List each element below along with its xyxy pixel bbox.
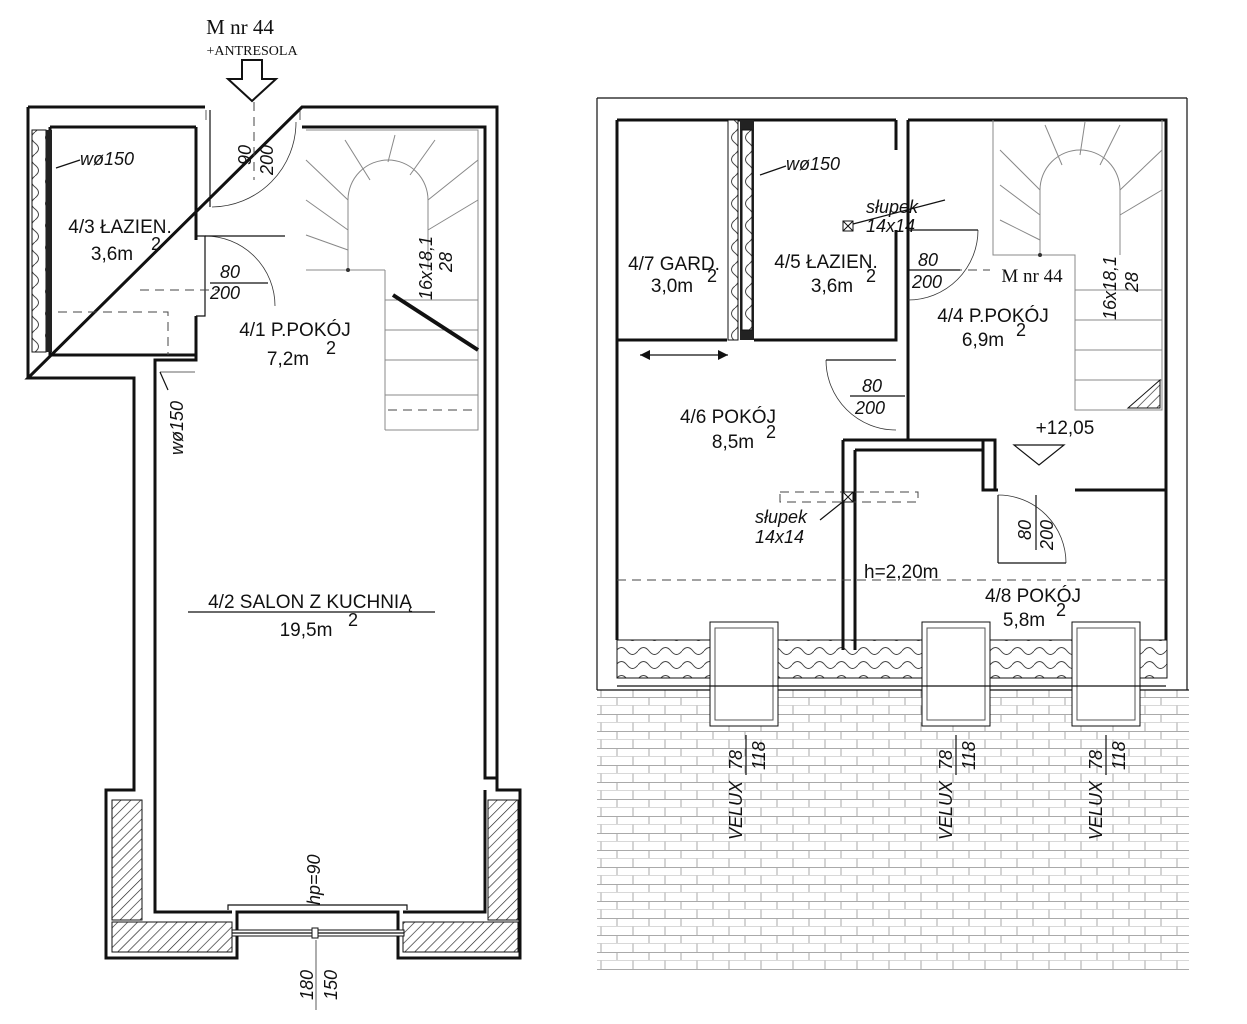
room-name-4-8: 4/8 POKÓJ — [985, 585, 1081, 607]
left-plan: M nr 44 +ANTRESOLA 90 200 80 200 16x18,1… — [24, 15, 522, 1010]
area-sup-4-5: 2 — [866, 266, 876, 286]
right-staircase — [992, 120, 1163, 411]
area-sup-4-7: 2 — [707, 266, 717, 286]
left-stair-spec: 16x18,1 — [416, 236, 436, 300]
velux-1-height: 118 — [749, 741, 769, 770]
room-name-4-1: 4/1 P.POKÓJ — [239, 319, 351, 341]
post-size-top: 14x14 — [866, 216, 915, 236]
left-unit-title: M nr 44 — [206, 15, 274, 39]
area-sup-4-4: 2 — [1016, 320, 1026, 340]
door-3-height: 200 — [1037, 520, 1057, 551]
post-size-mid: 14x14 — [755, 527, 804, 547]
room-name-4-7: 4/7 GARD. — [628, 254, 720, 275]
left-unit-subtitle: +ANTRESOLA — [206, 44, 298, 59]
right-plan: M nr 44 +12,05 wø150 słupek 14x14 słupek… — [596, 97, 1189, 970]
room-name-4-2: 4/2 SALON Z KUCHNIĄ — [208, 592, 412, 613]
area-sup-4-2: 2 — [348, 610, 358, 630]
level-marker: +12,05 — [1036, 418, 1095, 439]
velux-1-width: 78 — [726, 750, 746, 770]
entry-door-width: 90 — [235, 145, 255, 165]
room-area-4-1: 7,2m — [267, 349, 309, 370]
room-name-4-5: 4/5 ŁAZIEN. — [774, 252, 878, 273]
pipe-bath: wø150 — [80, 149, 134, 169]
velux-2-label: VELUX — [936, 780, 956, 840]
room-area-4-3: 3,6m — [91, 244, 133, 265]
window-sill-height: hp=90 — [304, 854, 324, 905]
velux-3-width: 78 — [1086, 750, 1106, 770]
room-area-4-7: 3,0m — [651, 276, 693, 297]
room-area-4-6: 8,5m — [712, 432, 754, 453]
door-3-width: 80 — [1015, 520, 1035, 540]
roof-tiles — [597, 690, 1189, 970]
velux-1-label: VELUX — [726, 780, 746, 840]
pipe-hall: wø150 — [167, 401, 187, 455]
area-sup-4-3: 2 — [151, 234, 161, 254]
room-area-4-2: 19,5m — [280, 620, 333, 641]
door-1-width: 80 — [918, 250, 938, 270]
room-area-4-5: 3,6m — [811, 276, 853, 297]
room-name-4-4: 4/4 P.POKÓJ — [937, 305, 1049, 327]
door-1-height: 200 — [911, 272, 942, 292]
velux-3-label: VELUX — [1086, 780, 1106, 840]
right-stair-spec: 16x18,1 — [1100, 256, 1120, 320]
window-height: 150 — [321, 970, 341, 1000]
right-pipe: wø150 — [786, 154, 840, 174]
area-sup-4-1: 2 — [326, 338, 336, 358]
right-stair-depth: 28 — [1122, 272, 1142, 293]
area-sup-4-6: 2 — [766, 422, 776, 442]
left-stair-depth: 28 — [436, 252, 456, 273]
right-unit-title: M nr 44 — [1001, 266, 1063, 287]
room-name-4-3: 4/3 ŁAZIEN. — [68, 217, 172, 238]
door-2-height: 200 — [854, 398, 885, 418]
velux-2-height: 118 — [959, 741, 979, 770]
post-label-top: słupek — [866, 197, 919, 217]
headroom: h=2,20m — [864, 562, 938, 583]
door-2-width: 80 — [862, 376, 882, 396]
room-area-4-4: 6,9m — [962, 330, 1004, 351]
area-sup-4-8: 2 — [1056, 600, 1066, 620]
velux-2-width: 78 — [936, 750, 956, 770]
velux-windows — [709, 621, 1141, 727]
bath-door-width: 80 — [220, 262, 240, 282]
velux-3-height: 118 — [1109, 741, 1129, 770]
room-name-4-6: 4/6 POKÓJ — [680, 406, 776, 428]
window-width: 180 — [297, 970, 317, 1000]
room-area-4-8: 5,8m — [1003, 610, 1045, 631]
entry-door-height: 200 — [257, 145, 277, 176]
post-label-mid: słupek — [755, 507, 808, 527]
bath-door-height: 200 — [209, 283, 240, 303]
left-staircase — [305, 129, 480, 431]
